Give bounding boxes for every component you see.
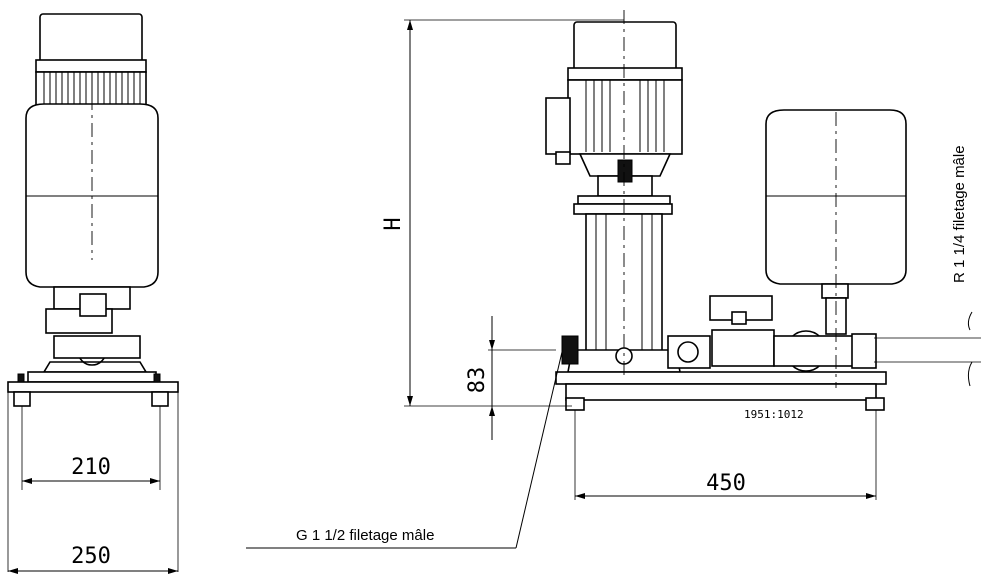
dimension-83: 83: [465, 316, 495, 440]
discharge-label: R 1 1/4 filetage mâle: [951, 145, 968, 283]
side-view-pump: [7, 13, 179, 572]
dimension-83-label: 83: [465, 367, 490, 394]
dimension-210-label: 210: [71, 455, 111, 480]
drawing-code: 1951:1012: [744, 408, 804, 421]
terminal-box: [545, 97, 571, 155]
motor-cap-rim: [35, 59, 147, 73]
dimension-450-label: 450: [706, 471, 746, 496]
front-view-pump: [404, 10, 981, 500]
dimension-h-label: H: [381, 217, 406, 230]
suction-connector: [561, 335, 579, 365]
dimension-250-label: 250: [71, 544, 111, 569]
foot-left: [565, 397, 585, 411]
dimension-450: 450: [575, 471, 876, 499]
foot-right: [865, 397, 885, 411]
pressure-switch-body: [711, 329, 775, 367]
dimension-h: H: [381, 20, 413, 406]
dimension-210: 210: [22, 455, 160, 484]
foot-right: [151, 391, 169, 407]
dimension-250: 250: [8, 544, 178, 574]
base-frame: [7, 381, 179, 393]
pump-base: [27, 371, 157, 383]
base-frame: [555, 371, 887, 385]
suction-label: G 1 1/2 filetage mâle: [296, 527, 434, 544]
suction-label-leader: G 1 1/2 filetage mâle: [246, 351, 563, 549]
motor-body: [567, 79, 683, 155]
foot-left: [13, 391, 31, 407]
